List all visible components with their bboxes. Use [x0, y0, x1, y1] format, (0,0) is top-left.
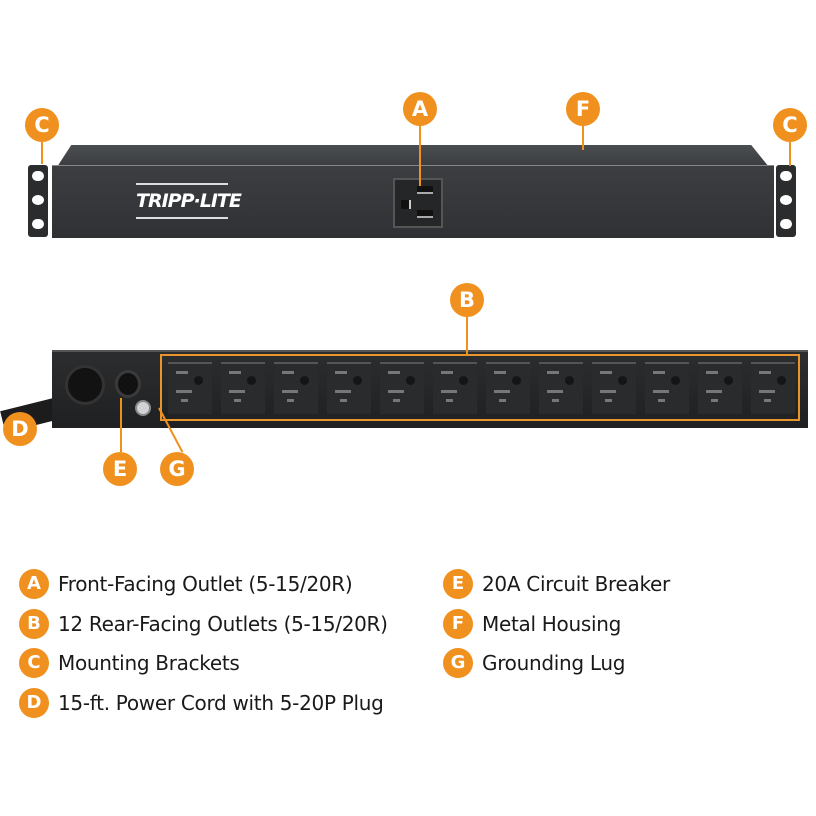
- legend-item-e: E 20A Circuit Breaker: [443, 568, 670, 600]
- right-mounting-bracket: [776, 165, 796, 237]
- cord-grommet: [65, 365, 105, 405]
- legend-item-f: F Metal Housing: [443, 608, 621, 640]
- legend-item-g: G Grounding Lug: [443, 647, 625, 679]
- housing-top: [57, 145, 769, 167]
- legend-item-b: B 12 Rear-Facing Outlets (5-15/20R): [19, 608, 388, 640]
- legend-item-c: C Mounting Brackets: [19, 647, 240, 679]
- rear-outlet: [592, 362, 636, 414]
- rear-outlet: [274, 362, 318, 414]
- callout-f: F: [566, 92, 600, 126]
- tripp-lite-logo: TRIPP·LITE: [136, 183, 242, 219]
- legend-badge: E: [443, 569, 473, 599]
- rear-outlet: [380, 362, 424, 414]
- legend-badge: F: [443, 609, 473, 639]
- front-facing-outlet: [393, 178, 443, 228]
- legend-badge: A: [19, 569, 49, 599]
- legend-item-a: A Front-Facing Outlet (5-15/20R): [19, 568, 353, 600]
- rear-outlet: [486, 362, 530, 414]
- legend-badge: G: [443, 648, 473, 678]
- rear-outlet: [539, 362, 583, 414]
- legend-item-d: D 15-ft. Power Cord with 5-20P Plug: [19, 687, 384, 719]
- rear-outlet: [327, 362, 371, 414]
- callout-b: B: [450, 283, 484, 317]
- left-mounting-bracket: [28, 165, 48, 237]
- circuit-breaker: [115, 370, 141, 398]
- callout-a: A: [403, 92, 437, 126]
- rear-outlet: [645, 362, 689, 414]
- rear-outlet: [698, 362, 742, 414]
- legend-badge: C: [19, 648, 49, 678]
- callout-e: E: [103, 452, 137, 486]
- callout-c-left: C: [25, 108, 59, 142]
- rear-outlet: [221, 362, 265, 414]
- callout-d: D: [3, 412, 37, 446]
- legend-badge: D: [19, 688, 49, 718]
- callout-g: G: [160, 452, 194, 486]
- grounding-lug: [135, 400, 151, 416]
- rear-outlet: [168, 362, 212, 414]
- rear-outlet: [433, 362, 477, 414]
- callout-c-right: C: [773, 108, 807, 142]
- legend-badge: B: [19, 609, 49, 639]
- rear-outlet: [751, 362, 795, 414]
- rear-outlet-bank: [160, 354, 800, 421]
